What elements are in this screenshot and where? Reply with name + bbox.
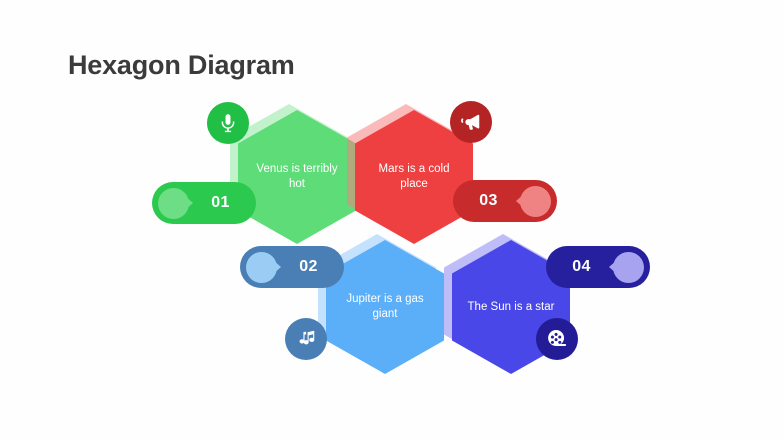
- microphone-icon[interactable]: [207, 102, 249, 144]
- hexagon-label-b: Jupiter is a gas giant: [346, 293, 424, 320]
- pill-c[interactable]: C 03: [453, 180, 557, 222]
- pill-d[interactable]: D 04: [546, 246, 650, 288]
- hexagon-shape-b: Jupiter is a gas giant: [318, 234, 444, 374]
- letter-badge-d: D: [613, 251, 644, 283]
- megaphone-icon[interactable]: [450, 101, 492, 143]
- hexagon-label-a: Venus is terribly hot: [256, 163, 338, 190]
- pill-b[interactable]: B 02: [240, 246, 344, 288]
- music-notes-icon[interactable]: [285, 318, 327, 360]
- hexagon-label-c: Mars is a cold place: [378, 163, 450, 190]
- letter-badge-b: B: [246, 251, 277, 283]
- number-label-b: 02: [299, 258, 318, 275]
- hexagon-shape-a: Venus is terribly hot: [230, 104, 356, 244]
- page-title: Hexagon Diagram: [68, 50, 295, 80]
- hexagon-fill-b: [326, 240, 444, 374]
- pill-a[interactable]: A 01: [152, 182, 256, 224]
- number-label-d: 04: [572, 258, 591, 275]
- number-label-a: 01: [211, 194, 230, 211]
- film-reel-icon[interactable]: [536, 318, 578, 360]
- number-label-c: 03: [479, 192, 498, 209]
- letter-badge-a: A: [158, 187, 189, 219]
- letter-badge-c: C: [520, 185, 551, 217]
- hexagon-label-d: The Sun is a star: [467, 300, 555, 313]
